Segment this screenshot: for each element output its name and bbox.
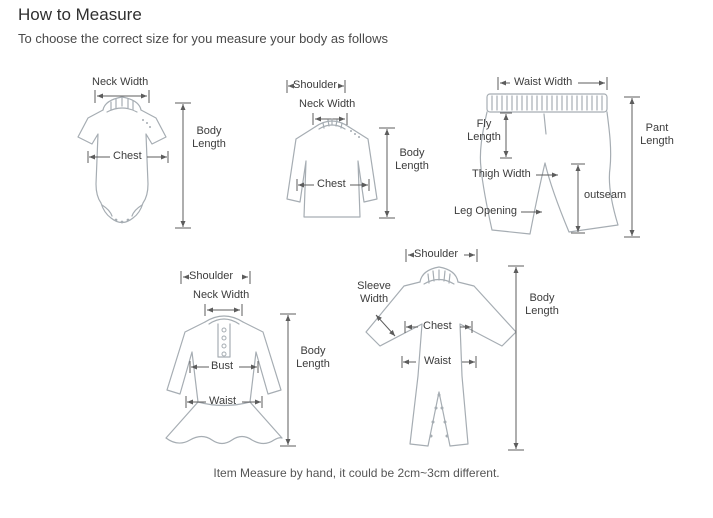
bodysuit-neck-width-dimension	[94, 90, 150, 103]
romper-garment	[365, 266, 517, 447]
dress-bust-label: Bust	[211, 360, 234, 372]
bodysuit-drawing	[77, 90, 191, 229]
bodysuit-body-length-dimension	[175, 102, 191, 229]
romper-sleeve-width-label: Sleeve Width	[357, 280, 391, 306]
dress-shoulder-label: Shoulder	[189, 270, 234, 282]
dress-diagram: Shoulder Neck Width Bust Waist Body Leng…	[160, 262, 336, 457]
pants-diagram: Waist Width Fly Length Pant Length Thigh…	[450, 72, 680, 250]
page-subtitle: To choose the correct size for you measu…	[18, 31, 388, 46]
romper-shoulder-label: Shoulder	[414, 248, 459, 260]
dress-drawing	[165, 271, 296, 447]
dress-bust-dimension	[189, 361, 259, 373]
pants-leg-opening-label: Leg Opening	[454, 205, 517, 217]
bodysuit-chest-dimension	[87, 151, 169, 163]
romper-chest-dimension	[404, 321, 473, 333]
romper-chest-label: Chest	[423, 320, 452, 332]
romper-diagram: Shoulder Sleeve Width Chest Waist Body L…	[348, 244, 564, 459]
romper-waist-dimension	[401, 356, 477, 368]
sweater-drawing	[286, 80, 395, 219]
romper-body-length-label: Body Length	[525, 292, 559, 318]
pants-waist-width-label: Waist Width	[514, 76, 573, 88]
pants-waist-width-dimension	[497, 77, 608, 90]
bodysuit-body-length-label: Body Length	[192, 125, 226, 151]
sweater-shoulder-label: Shoulder	[293, 79, 338, 91]
romper-sleeve-width-dimension	[375, 314, 396, 337]
sweater-shoulder-dimension	[286, 80, 346, 93]
romper-body-length-dimension	[508, 265, 524, 451]
sweater-garment	[286, 118, 378, 218]
dress-waist-label: Waist	[209, 395, 237, 407]
bodysuit-neck-width-label: Neck Width	[92, 76, 149, 88]
pants-fly-length-dimension	[500, 112, 512, 159]
pants-outseam-dimension	[571, 163, 585, 234]
dress-shoulder-dimension	[180, 271, 251, 284]
romper-waist-label: Waist	[424, 355, 452, 367]
pants-garment	[479, 93, 619, 235]
sweater-diagram: Shoulder Neck Width Chest Body Length	[283, 75, 435, 235]
bodysuit-diagram: Neck Width Chest Body Length	[55, 72, 233, 237]
dress-body-length-dimension	[280, 313, 296, 447]
pants-drawing	[479, 77, 640, 238]
sweater-neck-width-dimension	[312, 113, 348, 125]
bodysuit-chest-label: Chest	[113, 150, 142, 162]
pants-pant-length-dimension	[624, 96, 640, 238]
pants-outseam-label: outseam	[584, 189, 627, 201]
romper-drawing	[365, 249, 524, 451]
sweater-neck-width-label: Neck Width	[299, 98, 356, 110]
romper-shoulder-dimension	[405, 249, 478, 262]
sweater-chest-label: Chest	[317, 178, 346, 190]
bodysuit-garment	[77, 96, 167, 224]
dress-body-length-label: Body Length	[296, 345, 330, 371]
pants-fly-length-label: Fly Length	[467, 118, 501, 144]
sweater-body-length-dimension	[379, 127, 395, 219]
dress-neck-width-dimension	[204, 304, 243, 316]
sweater-body-length-label: Body Length	[395, 147, 429, 173]
sweater-chest-dimension	[296, 179, 370, 191]
pants-thigh-width-label: Thigh Width	[472, 168, 531, 180]
dress-neck-width-label: Neck Width	[193, 289, 250, 301]
pants-pant-length-label: Pant Length	[640, 122, 674, 148]
measure-note: Item Measure by hand, it could be 2cm~3c…	[213, 466, 500, 480]
page-title: How to Measure	[18, 5, 142, 24]
dress-waist-dimension	[185, 396, 263, 408]
dress-garment	[165, 315, 283, 445]
